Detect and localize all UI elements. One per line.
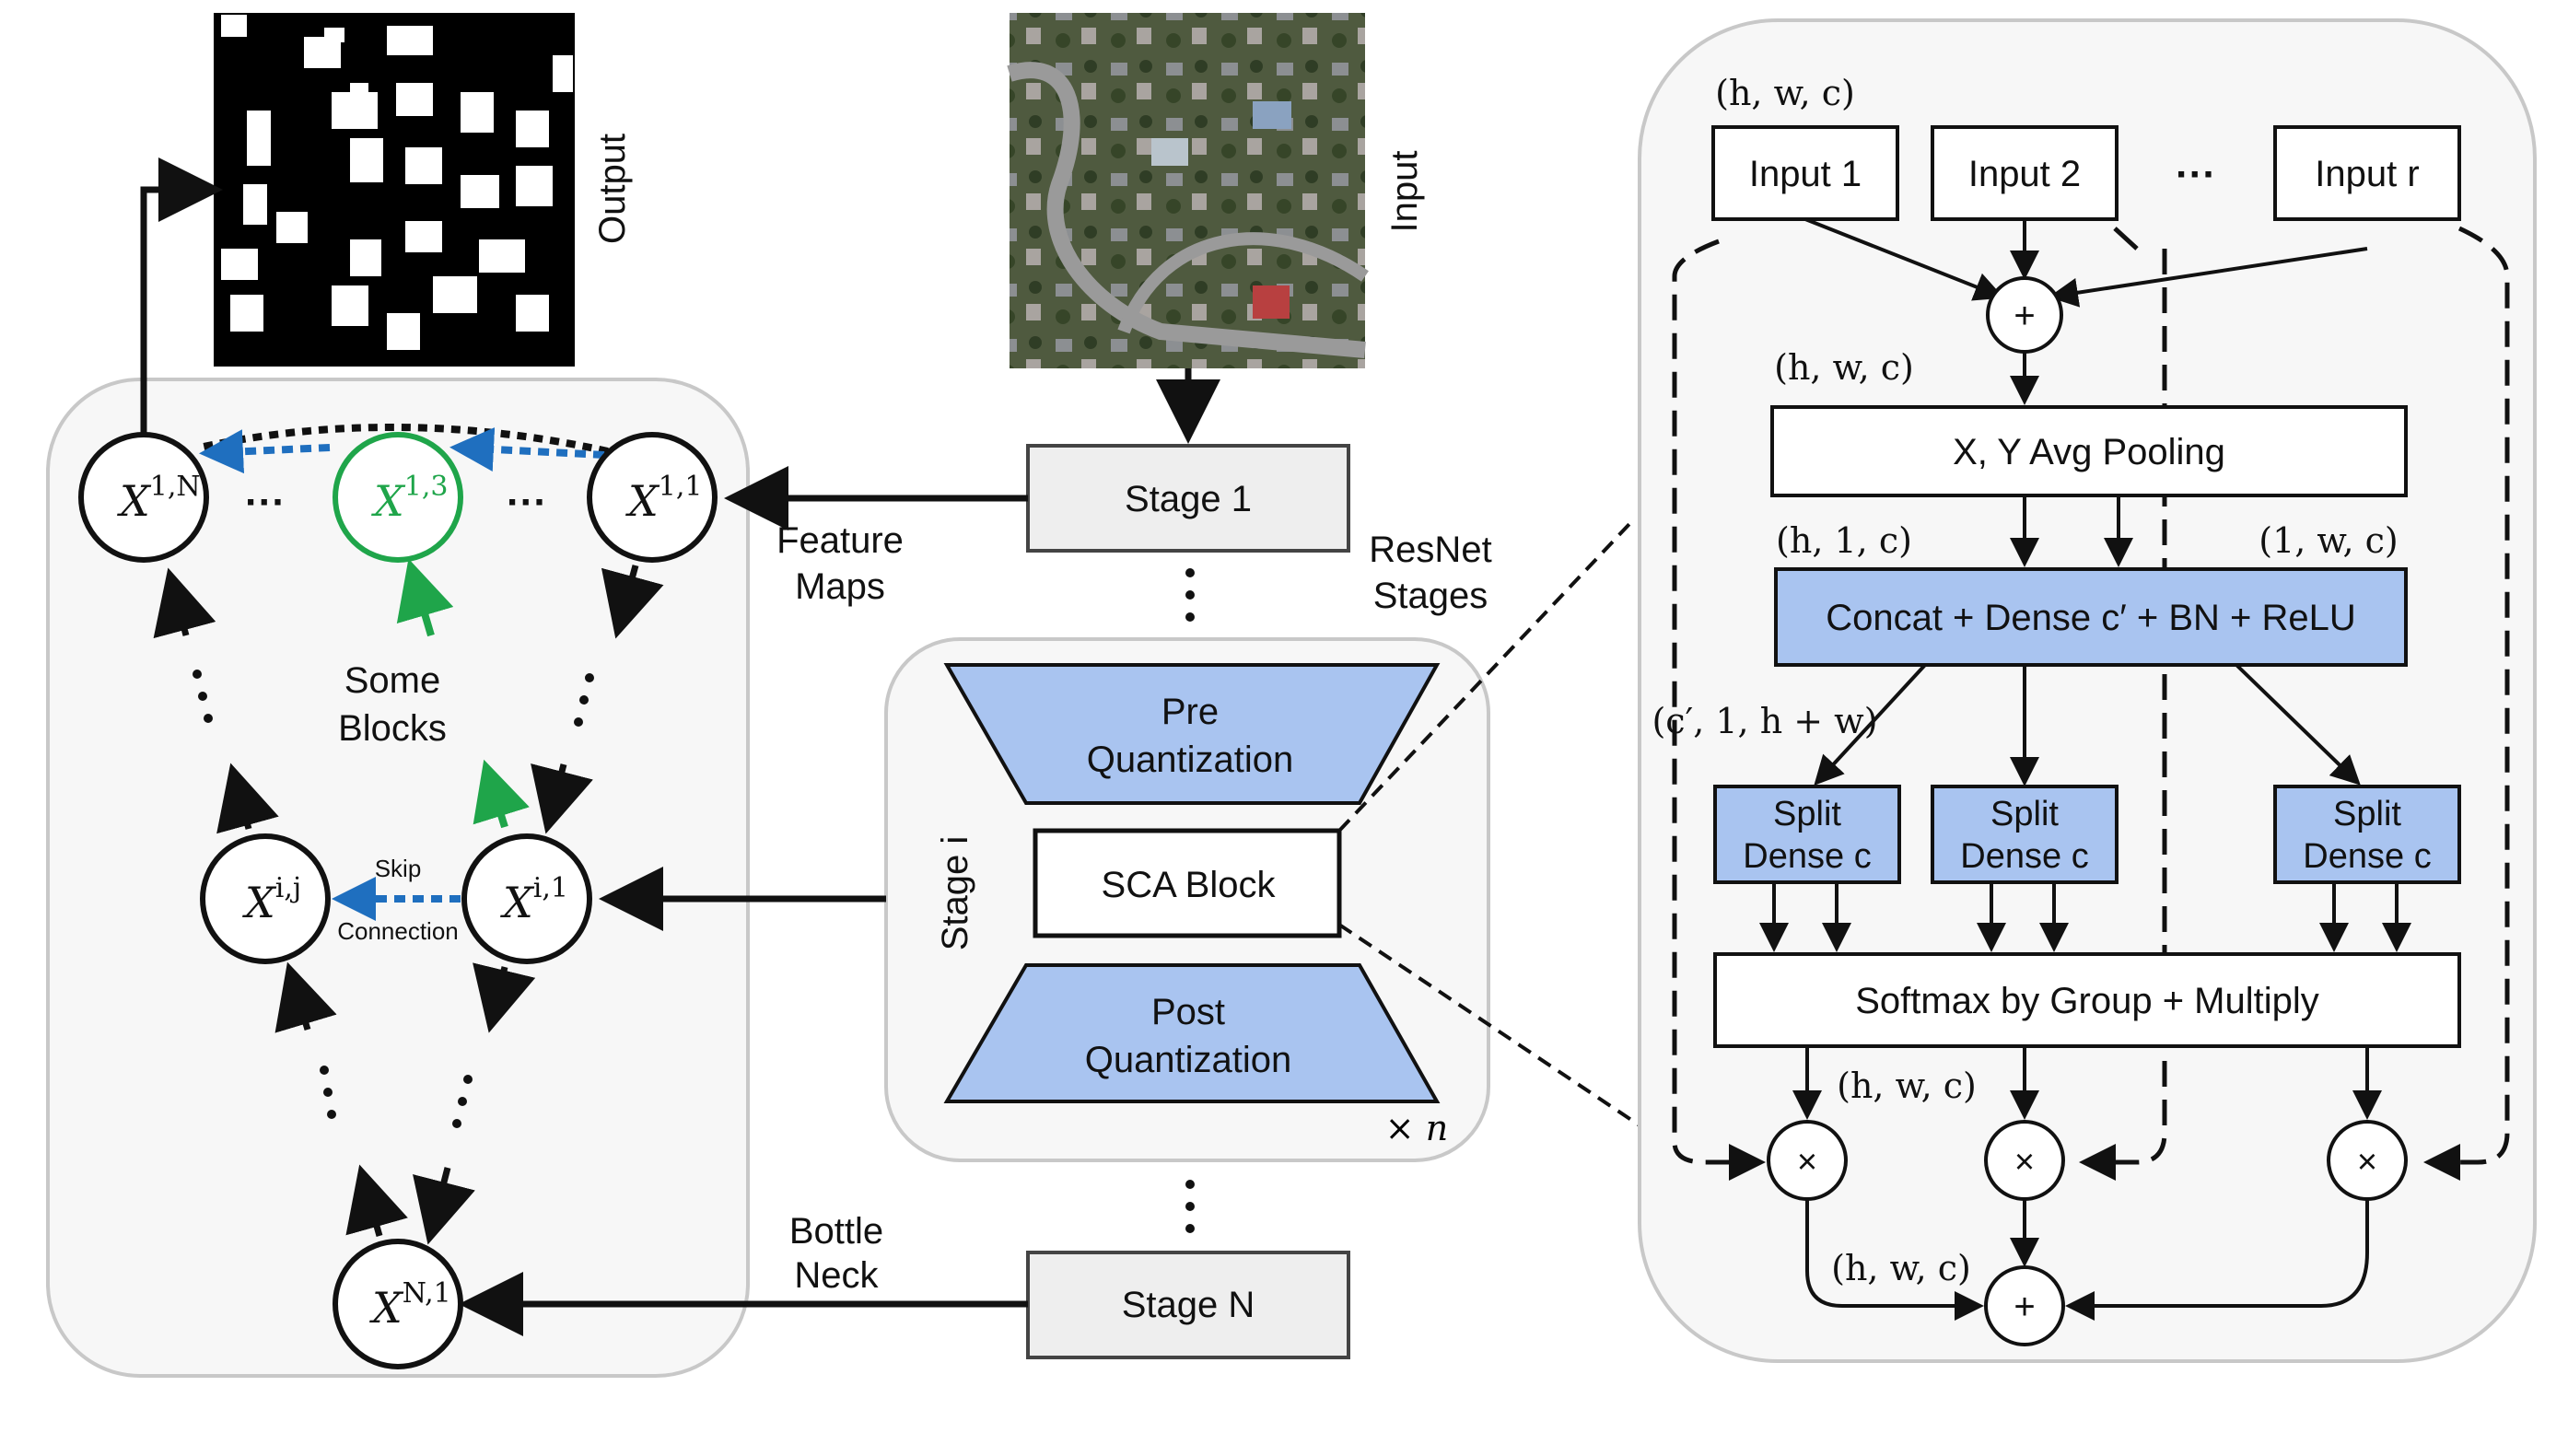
connection-label: Connection [337, 917, 459, 945]
some-blocks-label-2: Blocks [338, 708, 447, 749]
svg-text:×: × [2014, 1143, 2035, 1182]
softmax-multiply-box [1713, 952, 2461, 1048]
bottleneck-label-1: Bottle [789, 1211, 883, 1252]
softmax-multiply-label: Softmax by Group + Multiply [1855, 981, 2319, 1021]
node-xij: Xi,j [200, 833, 331, 964]
avg-pooling-box [1770, 405, 2408, 497]
input-label: Input [1384, 151, 1425, 233]
dim-cprime: (c′, 1, h + w) [1652, 701, 1877, 741]
output-mask-image [214, 13, 575, 367]
svg-text:Xi,j: Xi,j [242, 872, 301, 927]
svg-text:+: + [2014, 1287, 2035, 1327]
svg-text:Split: Split [1990, 795, 2059, 833]
stage-i-label: Stage i [935, 836, 975, 951]
resnet-stages-label-1: ResNet [1369, 530, 1491, 570]
dim-1wc: (1, w, c) [2259, 520, 2398, 561]
split-dense-r: Split Dense c [2273, 785, 2461, 884]
svg-text:×: × [2357, 1143, 2377, 1182]
input-r-box [2273, 125, 2461, 221]
post-quantization-label-1: Post [1151, 992, 1225, 1032]
sca-block [1033, 828, 1342, 938]
dim-h1c: (h, 1, c) [1776, 520, 1912, 561]
decoder-panel [46, 378, 750, 1378]
dim-input: (h, w, c) [1715, 73, 1855, 113]
stage-N-box [1026, 1251, 1350, 1359]
dots-right-lower [452, 1075, 473, 1128]
node-xi1: Xi,1 [461, 833, 592, 964]
input-r-label: Input r [2315, 154, 2419, 194]
dots-right-upper [574, 673, 594, 727]
skip-label: Skip [375, 855, 422, 882]
dim-after-softmax: (h, w, c) [1837, 1066, 1977, 1106]
node-x1N: X1,N [78, 432, 209, 563]
svg-text:X1,N: X1,N [117, 471, 201, 526]
svg-text:X1,3: X1,3 [371, 471, 448, 526]
input-1-label: Input 1 [1749, 154, 1862, 194]
resnet-stages-label-2: Stages [1373, 576, 1488, 616]
post-quantization-block [943, 963, 1441, 1103]
svg-text:Dense c: Dense c [2303, 837, 2431, 876]
stage-1-box [1026, 444, 1350, 553]
ellipsis-top-right: ··· [507, 480, 547, 525]
dim-after-multiply: (h, w, c) [1831, 1248, 1971, 1288]
times-n-label: × n [1385, 1108, 1448, 1148]
svg-text:X1,1: X1,1 [625, 471, 702, 526]
split-dense-2: Split Dense c [1931, 785, 2119, 884]
svg-text:Xi,1: Xi,1 [500, 872, 568, 927]
svg-text:+: + [2014, 296, 2035, 336]
dots-left-upper [193, 670, 213, 723]
sum-node-bottom: + [1984, 1265, 2065, 1346]
multiply-node-r: × [2327, 1120, 2408, 1201]
input-2-label: Input 2 [1968, 154, 2081, 194]
dots-left-lower [320, 1066, 336, 1119]
dim-after-sum: (h, w, c) [1774, 347, 1914, 388]
svg-text:Dense c: Dense c [1743, 837, 1871, 876]
svg-text:XN,1: XN,1 [369, 1277, 451, 1333]
node-xN1: XN,1 [333, 1239, 463, 1369]
input-1-box [1711, 125, 1899, 221]
feature-maps-label-1: Feature [776, 520, 904, 561]
multiply-node-2: × [1984, 1120, 2065, 1201]
pre-quantization-label-1: Pre [1161, 692, 1219, 732]
concat-dense-label: Concat + Dense c′ + BN + ReLU [1826, 598, 2356, 638]
pre-quantization-block [943, 663, 1441, 805]
svg-text:Split: Split [2333, 795, 2401, 833]
input-2-box [1931, 125, 2119, 221]
sca-block-label: SCA Block [1102, 865, 1277, 905]
output-label: Output [592, 134, 633, 244]
post-quantization-label-2: Quantization [1085, 1040, 1292, 1080]
svg-text:Dense c: Dense c [1960, 837, 2088, 876]
vertical-ellipsis-bottom [1185, 1180, 1195, 1233]
some-blocks-label-1: Some [344, 660, 441, 701]
stage-N-label: Stage N [1122, 1285, 1255, 1325]
svg-text:×: × [1797, 1143, 1817, 1182]
stage-1-label: Stage 1 [1125, 479, 1252, 519]
bottleneck-label-2: Neck [794, 1255, 879, 1296]
multiply-node-1: × [1767, 1120, 1848, 1201]
pre-quantization-label-2: Quantization [1087, 740, 1294, 780]
split-dense-1: Split Dense c [1713, 785, 1901, 884]
vertical-ellipsis-top [1185, 568, 1195, 622]
ellipsis-top-left: ··· [245, 480, 286, 525]
concat-dense-box [1774, 567, 2408, 667]
svg-text:Split: Split [1773, 795, 1841, 833]
input-ellipsis: ··· [2176, 152, 2216, 197]
input-aerial-image [1007, 13, 1369, 368]
feature-maps-label-2: Maps [795, 566, 885, 607]
avg-pooling-label: X, Y Avg Pooling [1953, 432, 2225, 472]
node-x11: X1,1 [587, 432, 718, 563]
sum-node-top: + [1986, 276, 2063, 354]
node-x13: X1,3 [333, 432, 463, 563]
